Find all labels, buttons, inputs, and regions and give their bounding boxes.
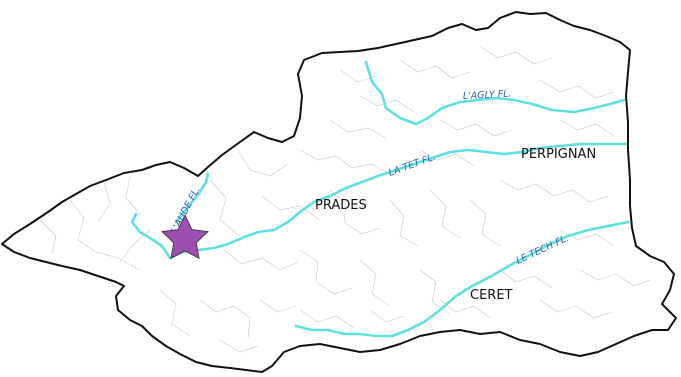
river-label-agly: L'AGLY FL.: [463, 88, 512, 102]
city-label-prades: PRADES: [315, 198, 367, 213]
river-network: [130, 60, 630, 338]
river-tech: [294, 220, 630, 338]
river-aude: [130, 172, 210, 260]
city-label-perpignan: PERPIGNAN: [521, 147, 596, 162]
commune-boundaries: [39, 45, 651, 353]
city-label-ceret: CERET: [470, 288, 513, 303]
river-tet: [168, 142, 628, 260]
river-agly: [364, 60, 626, 126]
star-icon: [161, 214, 209, 260]
